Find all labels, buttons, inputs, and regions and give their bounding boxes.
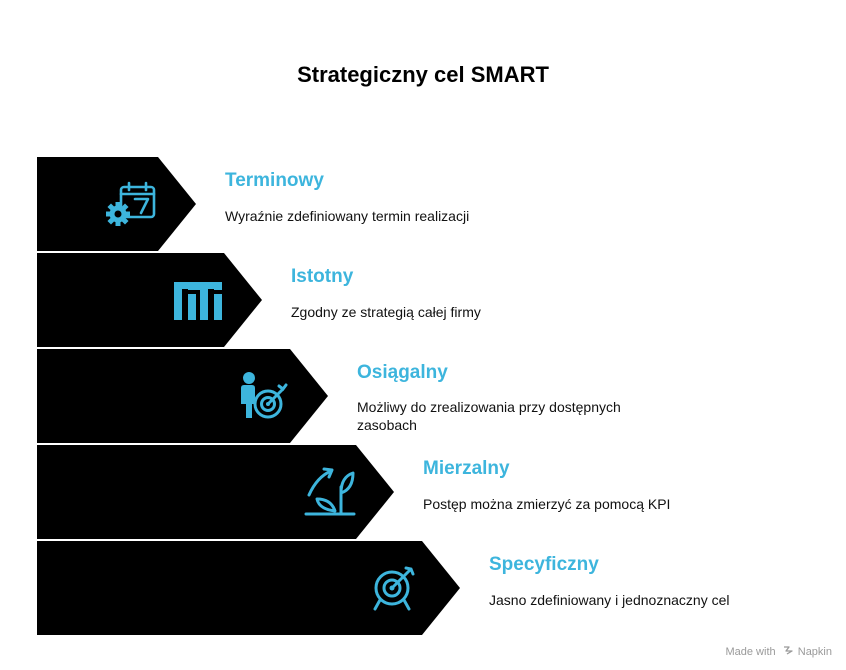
page-title: Strategiczny cel SMART: [297, 62, 549, 87]
step-title: Terminowy: [225, 170, 324, 191]
napkin-logo-icon: [783, 646, 793, 655]
step-title: Mierzalny: [423, 458, 510, 479]
made-with-label: Made with: [725, 646, 776, 658]
step-description: Wyraźnie zdefiniowany termin realizacji: [225, 208, 470, 224]
step-description: Zgodny ze strategią całej firmy: [291, 304, 481, 320]
step-description: Postęp można zmierzyć za pomocą KPI: [423, 496, 671, 512]
calendar-gear-icon: [106, 181, 156, 226]
growth-plant-icon: [304, 467, 356, 516]
step-description: Możliwy do zrealizowania przy dostępnych…: [357, 399, 621, 433]
step-title: Osiągalny: [357, 362, 448, 383]
person-target-icon: [241, 372, 288, 419]
napkin-brand-label: Napkin: [797, 646, 832, 658]
napkin-watermark: Made with Napkin: [725, 645, 832, 658]
building-columns-icon: [174, 282, 222, 320]
target-arrow-icon: [373, 566, 415, 611]
step-description: Jasno zdefiniowany i jednoznaczny cel: [489, 592, 730, 608]
step-title: Istotny: [291, 266, 354, 287]
step-title: Specyficzny: [489, 554, 599, 575]
